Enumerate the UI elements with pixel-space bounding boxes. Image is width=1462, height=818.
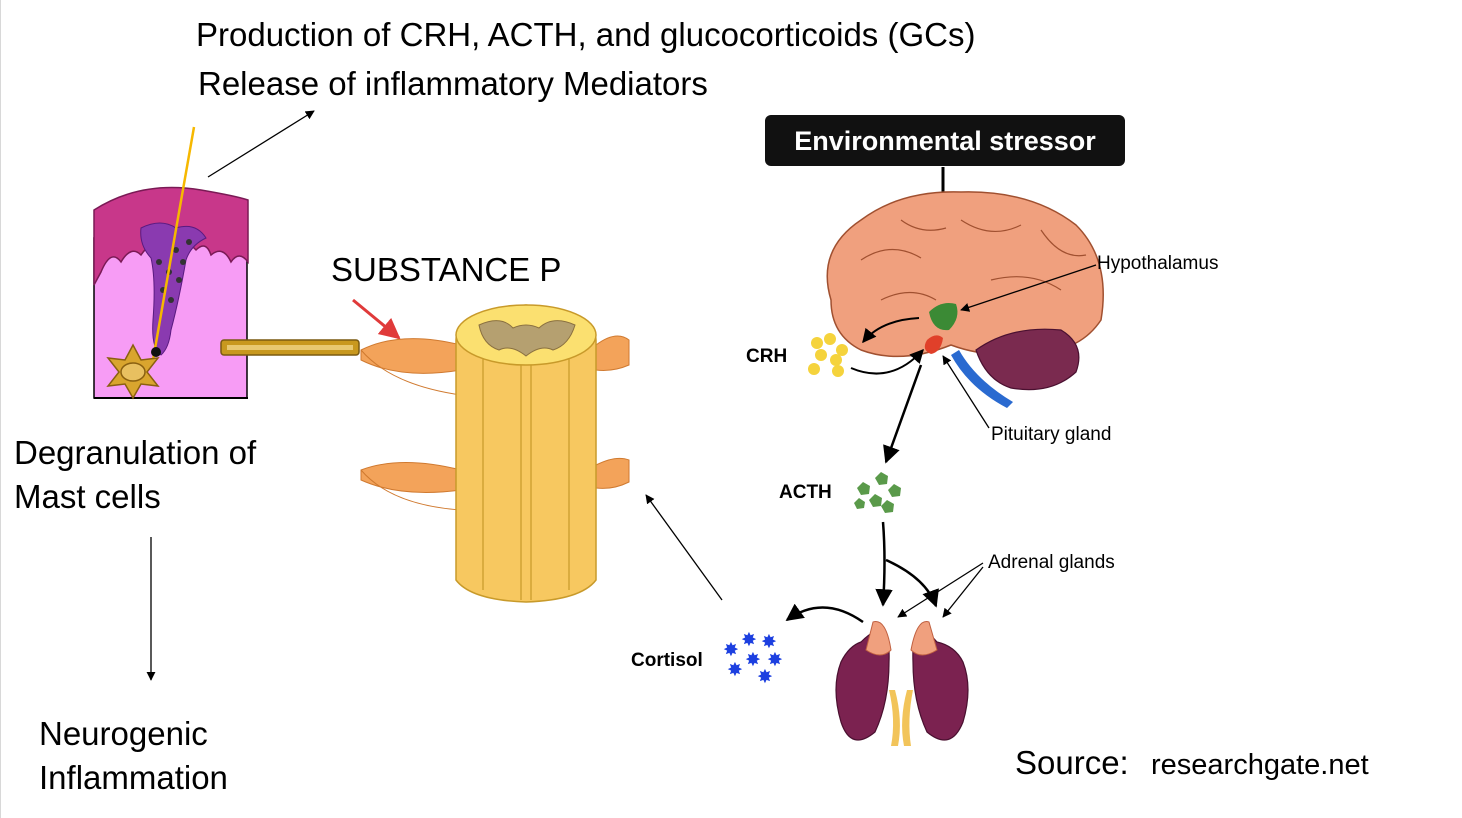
svg-text:✸: ✸ (727, 659, 743, 681)
kidneys-illustration (835, 621, 969, 746)
skin-tissue-illustration (93, 126, 249, 400)
svg-text:✸: ✸ (761, 631, 777, 653)
release-text: Release of inflammatory Mediators (198, 65, 708, 102)
environmental-stressor-label: Environmental stressor (794, 126, 1096, 156)
degranulation-line1: Degranulation of (14, 434, 257, 471)
pituitary-pointer (942, 355, 990, 429)
svg-text:✸: ✸ (767, 649, 783, 671)
arrow-acth-left (875, 521, 893, 607)
crh-label: CRH (746, 346, 787, 367)
adrenal-pointer-left (897, 562, 984, 618)
source-label: Source: (1015, 744, 1129, 781)
substance-p-label: SUBSTANCE P (331, 251, 561, 288)
hypothalamus-pointer (960, 264, 1097, 312)
environmental-stressor-box (765, 115, 1125, 166)
arrow-cortisol-to-cord (645, 494, 723, 601)
svg-text:✸: ✸ (741, 629, 757, 651)
pituitary-label: Pituitary gland (991, 424, 1111, 445)
substance-p-arrow (352, 298, 401, 340)
hypothalamus-label: Hypothalamus (1097, 253, 1218, 274)
svg-text:✸: ✸ (723, 639, 739, 661)
hypothalamus-shape (929, 303, 958, 331)
arrow-adrenal-to-cortisol (785, 603, 864, 624)
adrenal-label: Adrenal glands (988, 552, 1115, 573)
cortisol-label: Cortisol (631, 650, 703, 671)
crh-molecules (808, 333, 848, 377)
acth-molecules (854, 472, 901, 513)
degranulation-line2: Mast cells (14, 478, 161, 515)
neurogenic-line1: Neurogenic (39, 715, 208, 752)
spinal-cord-illustration (360, 304, 630, 603)
adrenal-pointer-right (942, 566, 984, 618)
production-text: Production of CRH, ACTH, and glucocortic… (196, 16, 975, 53)
neurogenic-line2: Inflammation (39, 759, 228, 796)
acth-label: ACTH (779, 482, 832, 503)
brain-illustration (826, 191, 1104, 408)
pituitary-shape (924, 335, 943, 354)
arrow-acth-right (885, 558, 939, 608)
cortisol-molecules: ✸✸✸ ✸✸✸✸ (723, 629, 783, 688)
arrow-hypothalamus-to-crh (862, 317, 920, 344)
source-value: researchgate.net (1151, 749, 1369, 781)
svg-text:✸: ✸ (757, 666, 773, 688)
arrow-crh-to-pituitary (850, 348, 924, 375)
arrow-to-release (207, 110, 315, 178)
arrow-pituitary-to-acth (883, 364, 923, 464)
svg-text:✸: ✸ (745, 649, 761, 671)
